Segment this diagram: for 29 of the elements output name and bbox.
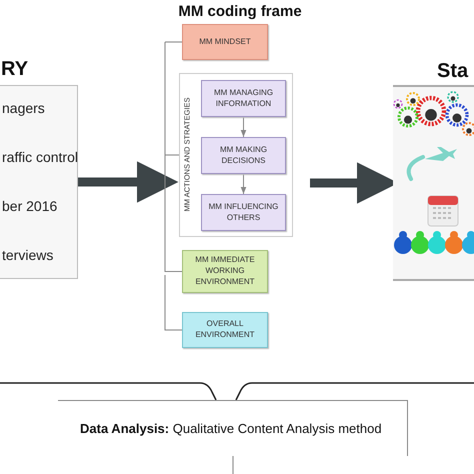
arrow <box>240 116 246 138</box>
method-text: Data Analysis: Qualitative Content Analysis method <box>80 421 382 436</box>
connector-line <box>164 42 180 156</box>
group-box <box>179 73 293 237</box>
category-label: MM MANAGING INFORMATION <box>212 88 274 110</box>
block-arrow <box>78 161 178 203</box>
category-box <box>182 24 268 60</box>
list-item: terviews <box>2 247 54 263</box>
list-item: ber 2016 <box>2 198 58 214</box>
heading: Sta <box>437 60 468 83</box>
category-label: OVERALL ENVIRONMENT <box>194 319 256 341</box>
category-label: MM IMMEDIATE WORKING ENVIRONMENT <box>194 255 256 288</box>
list-item: raffic control <box>2 149 78 165</box>
method-box <box>58 400 408 456</box>
category-label: MM INFLUENCING OTHERS <box>208 202 280 224</box>
connector-line <box>164 154 182 272</box>
connector-line <box>232 456 234 474</box>
arrow <box>240 174 246 194</box>
connector-line <box>164 274 182 330</box>
heading: RY <box>1 58 28 81</box>
category-box <box>201 137 286 174</box>
category-box <box>201 80 286 117</box>
diagram-title: MM coding frame <box>177 3 303 20</box>
category-label: MM MAKING DECISIONS <box>218 144 268 166</box>
category-box <box>201 194 286 231</box>
list-item: nagers <box>2 100 45 116</box>
category-box <box>182 312 268 348</box>
category-label: MM MINDSET <box>199 36 251 48</box>
category-box <box>182 250 268 293</box>
